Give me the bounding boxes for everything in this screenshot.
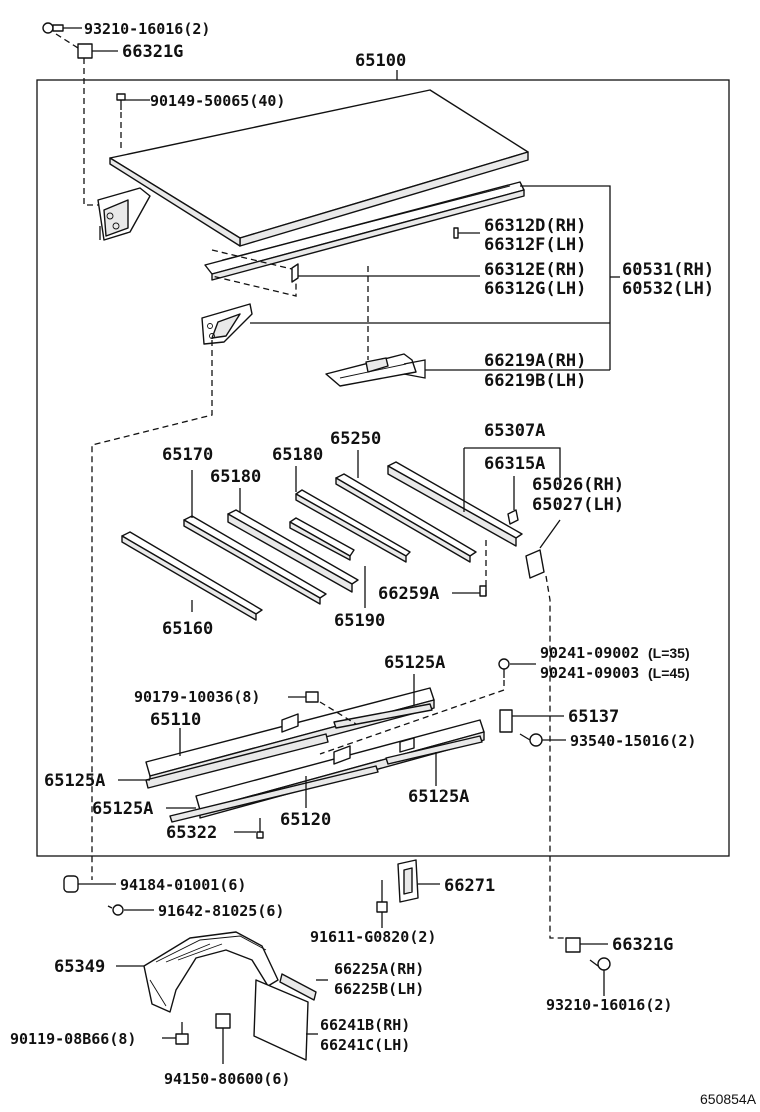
label-66241c: 66241C(LH): [320, 1036, 410, 1054]
nut-66321g-top: [77, 43, 93, 59]
label-90241-09002: 90241-09002: [540, 644, 639, 662]
label-60532: 60532(LH): [622, 279, 714, 299]
screw-90241: [498, 658, 510, 678]
fender-65349: [143, 931, 279, 1013]
label-66312e: 66312E(RH): [484, 260, 586, 280]
rail-65125a-bottom: [169, 765, 379, 823]
label-90149: 90149-50065(40): [150, 92, 285, 110]
label-65190: 65190: [334, 611, 385, 631]
label-65322: 65322: [166, 823, 217, 843]
label-93210-bot: 93210-16016(2): [546, 996, 672, 1014]
mudflap-bracket-66225: [279, 973, 317, 1001]
label-65137: 65137: [568, 707, 619, 727]
label-66219a: 66219A(RH): [484, 351, 586, 371]
label-65125a-right: 65125A: [408, 787, 469, 807]
label-66241b: 66241B(RH): [320, 1016, 410, 1034]
bolt-91642: [107, 904, 124, 916]
label-66219b: 66219B(LH): [484, 371, 586, 391]
label-94150: 94150-80600(6): [164, 1070, 290, 1088]
label-65180-b: 65180: [272, 445, 323, 465]
label-65026: 65026(RH): [532, 475, 624, 495]
label-66259a: 66259A: [378, 584, 439, 604]
label-66312d: 66312D(RH): [484, 216, 586, 236]
label-66312f: 66312F(LH): [484, 235, 586, 255]
bracket-66271: [397, 859, 419, 903]
label-91611: 91611-G0820(2): [310, 928, 436, 946]
crossmember-65170: [183, 515, 327, 605]
hinge-bracket: [97, 187, 151, 241]
bracket-65137: [499, 709, 513, 733]
label-90241-09002-len: (L=35): [648, 645, 690, 661]
label-66225a: 66225A(RH): [334, 960, 424, 978]
nut-90179: [305, 691, 319, 703]
cross-member-66219: [325, 353, 417, 387]
label-90119: 90119-08B66(8): [10, 1030, 136, 1048]
bolt-91611: [376, 880, 388, 913]
label-65125a-top: 65125A: [384, 653, 445, 673]
crossmember-65190: [289, 517, 355, 561]
floor-panel: [109, 89, 529, 247]
label-66321g-bot: 66321G: [612, 935, 673, 955]
clip-66312e: [291, 263, 299, 283]
label-66312g: 66312G(LH): [484, 279, 586, 299]
label-65349: 65349: [54, 957, 105, 977]
tabs-frame: [281, 713, 415, 765]
label-60531: 60531(RH): [622, 260, 714, 280]
nut-66321g-bot: [565, 937, 581, 953]
rail-65125a-top: [333, 703, 433, 729]
label-90241-09003: 90241-09003: [540, 664, 639, 682]
bracket-66315a: [507, 509, 519, 525]
bolt-65322: [256, 818, 264, 839]
label-65170: 65170: [162, 445, 213, 465]
label-90241-09003-len: (L=45): [648, 665, 690, 681]
label-65250: 65250: [330, 429, 381, 449]
label-65125a-mid: 65125A: [92, 799, 153, 819]
gusset-bracket: [201, 303, 253, 345]
clip-66312d: [453, 227, 459, 239]
label-93540: 93540-15016(2): [570, 732, 696, 750]
bolt-93540: [519, 733, 543, 747]
rail-65125a-right: [385, 735, 483, 765]
label-90179: 90179-10036(8): [134, 688, 260, 706]
bolt-93210-top: [42, 22, 64, 34]
label-65160: 65160: [162, 619, 213, 639]
crossmember-65307a: [387, 461, 523, 547]
label-66315a: 66315A: [484, 454, 545, 474]
rail-65125a-left: [145, 733, 329, 789]
assembly-frame: [36, 79, 730, 857]
mudflap-66241: [253, 979, 309, 1061]
side-rail: [204, 181, 525, 281]
bracket-65026: [525, 549, 545, 579]
label-93210-top: 93210-16016(2): [84, 20, 210, 38]
bolt-90119: [175, 1022, 189, 1045]
label-65110: 65110: [150, 710, 201, 730]
bolt-93210-bot: [589, 957, 611, 971]
label-65120: 65120: [280, 810, 331, 830]
label-65100: 65100: [355, 51, 406, 71]
label-66321g-top: 66321G: [122, 42, 183, 62]
crossmember-65160: [121, 531, 263, 621]
label-91642: 91642-81025(6): [158, 902, 284, 920]
crossmember-65180-a: [227, 509, 359, 593]
figure-id: 650854A: [700, 1091, 757, 1107]
screw-90149: [116, 93, 126, 110]
crossmember-65180-b: [295, 489, 411, 563]
label-65307a: 65307A: [484, 421, 545, 441]
label-65180-a: 65180: [210, 467, 261, 487]
crossmember-65250: [335, 473, 477, 563]
bushing-94184: [63, 875, 79, 893]
clip-66259a: [479, 585, 487, 597]
label-66271: 66271: [444, 876, 495, 896]
label-65125a-left: 65125A: [44, 771, 105, 791]
label-65027: 65027(LH): [532, 495, 624, 515]
label-66225b: 66225B(LH): [334, 980, 424, 998]
label-94184: 94184-01001(6): [120, 876, 246, 894]
nut-94150: [215, 1013, 231, 1029]
